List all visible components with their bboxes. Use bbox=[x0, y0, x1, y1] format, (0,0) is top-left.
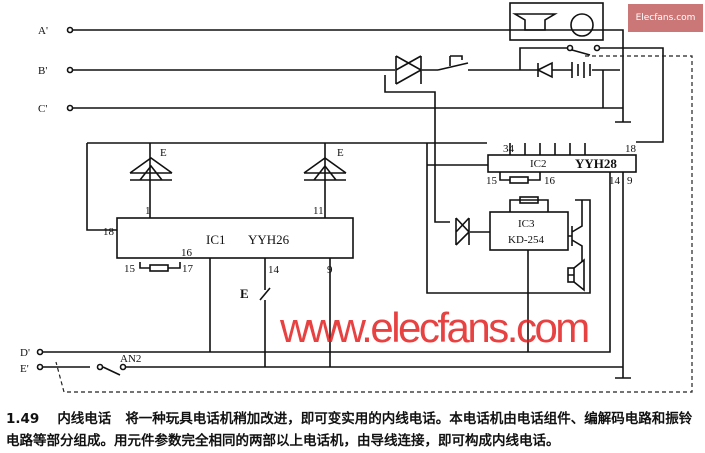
switch-an2-label: AN2 bbox=[120, 353, 141, 365]
terminal-d-label: D' bbox=[20, 347, 30, 359]
figure-title: 内线电话 bbox=[57, 411, 112, 427]
site-logo: Elecfans.com bbox=[628, 4, 703, 32]
optocoupler-1-icon: E bbox=[129, 147, 173, 181]
ic1-pin: 14 bbox=[268, 264, 280, 276]
triac-icon bbox=[395, 55, 423, 85]
switch-e: E bbox=[240, 286, 271, 301]
optocoupler-2-icon: E bbox=[303, 147, 347, 181]
terminal-c-label: C' bbox=[38, 103, 47, 115]
terminal-circles bbox=[36, 26, 74, 371]
hook-switch-icon bbox=[566, 44, 601, 56]
optocoupler-1-label: E bbox=[160, 147, 167, 159]
triac-ic3-icon bbox=[455, 217, 471, 246]
ic1-pin: 9 bbox=[327, 264, 333, 276]
ic2-pin: 34 bbox=[503, 143, 515, 155]
ic2-pin: 9 bbox=[627, 175, 633, 187]
schematic: A' B' C' D' E' bbox=[20, 2, 693, 393]
speaker-icon bbox=[512, 13, 558, 31]
ic1-name: IC1 bbox=[206, 232, 226, 247]
optocoupler-2-label: E bbox=[337, 147, 344, 159]
ic3-part: KD-254 bbox=[508, 234, 545, 246]
terminal-e-label: E' bbox=[20, 363, 29, 375]
ic2-part: YYH28 bbox=[575, 156, 617, 171]
site-logo-text: Elecfans.com bbox=[635, 13, 696, 23]
figure-description: 将一种玩具电话机稍加改进，即可变实用的内线电话。本电话机由电话组件、编解码电路和… bbox=[6, 411, 693, 449]
microphone-icon bbox=[570, 13, 594, 37]
ic2-name: IC2 bbox=[530, 158, 547, 170]
ic1-pin: 11 bbox=[313, 205, 324, 217]
ic1-pin: 18 bbox=[103, 226, 115, 238]
figure-caption: 1.49 内线电话将一种玩具电话机稍加改进，即可变实用的内线电话。本电话机由电话组… bbox=[6, 408, 702, 452]
ic2-pin: 14 bbox=[609, 175, 621, 187]
battery-icon bbox=[571, 62, 591, 78]
ic3-name: IC3 bbox=[518, 218, 535, 230]
watermark: www.elecfans.com bbox=[279, 304, 588, 351]
resistor-icon bbox=[149, 264, 169, 272]
resistor-icon bbox=[519, 196, 539, 204]
ic1-part: YYH26 bbox=[248, 232, 290, 247]
terminal-b-label: B' bbox=[38, 65, 47, 77]
ic1-chip: IC1 YYH26 1 11 18 16 15 17 14 9 bbox=[103, 205, 354, 276]
ic2-pin: 15 bbox=[486, 175, 498, 187]
figure-number: 1.49 bbox=[6, 411, 40, 427]
ic1-pin: 15 bbox=[124, 263, 136, 275]
push-button-icon bbox=[437, 55, 469, 71]
ic2-chip: IC2 YYH28 34 18 15 16 14 9 bbox=[486, 143, 637, 187]
terminal-a-label: A' bbox=[38, 25, 48, 37]
switch-e-label: E bbox=[240, 286, 249, 301]
resistor-icon bbox=[509, 176, 529, 184]
transistor-icon bbox=[568, 200, 583, 262]
ic1-pin: 16 bbox=[181, 247, 193, 259]
ic2-pin: 16 bbox=[544, 175, 556, 187]
ringer-speaker-icon bbox=[567, 258, 585, 292]
handset-box bbox=[509, 2, 604, 41]
ic2-pin: 18 bbox=[625, 143, 637, 155]
switch-an2: AN2 bbox=[96, 353, 141, 371]
ic3-chip: IC3 KD-254 bbox=[489, 196, 569, 251]
ic1-pin: 1 bbox=[145, 205, 151, 217]
wires bbox=[43, 29, 664, 379]
ic1-pin: 17 bbox=[182, 263, 194, 275]
dashed-link bbox=[55, 55, 693, 393]
diode-icon bbox=[536, 61, 553, 79]
